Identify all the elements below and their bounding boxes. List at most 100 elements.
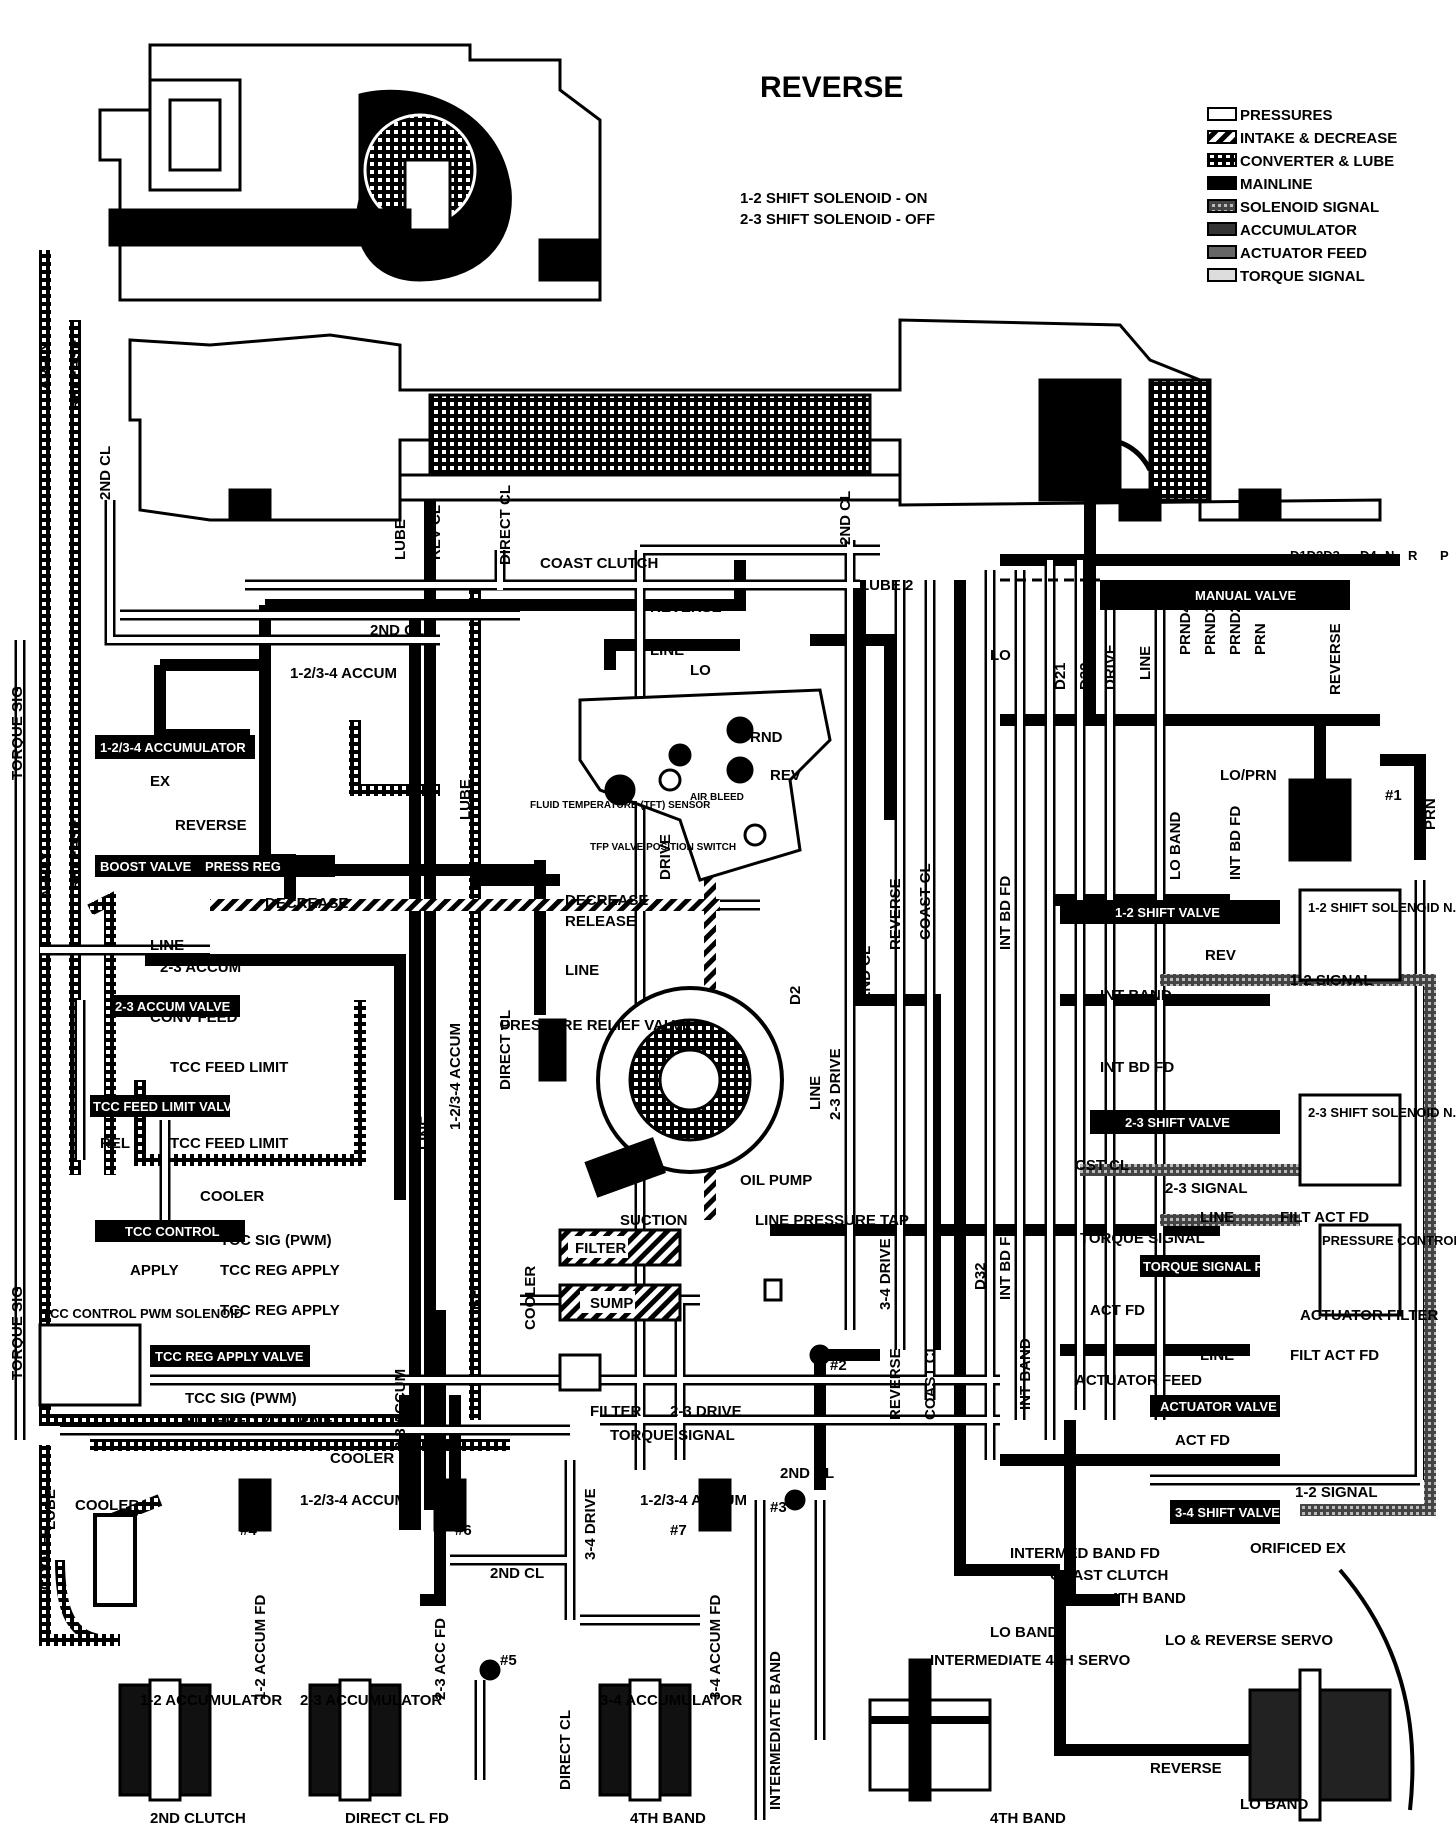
label-tcc-sig-pwm: TCC SIG (PWM) [220,1232,332,1249]
label-int-band: INT BAND [1100,987,1172,1004]
label-rev-cl-v: REV CL [427,505,444,560]
label-check-2: #2 [830,1357,847,1374]
manual-positions: D1D2D3 D4 N R P [1290,548,1449,563]
legend-actuator-feed: ACTUATOR FEED [1240,245,1367,262]
label-intermediate-band: INTERMEDIATE BAND [767,1651,784,1810]
label-lube-v4: LUBE [42,1489,59,1530]
label-line-right: LINE [1200,1209,1234,1226]
label-int-bd-fd-v3: INT BD FD [1227,806,1244,880]
label-lo-band-v3: LO BAND [1167,812,1184,880]
label-lo-band-v2: LO BAND [952,1222,969,1290]
label-2nd-cl-v: 2ND CL [97,446,114,500]
label-cst-cl: CST CL [1075,1157,1129,1174]
label-cooler-2: COOLER [330,1450,394,1467]
label-act-fd: ACT FD [1090,1302,1145,1319]
tcc-feed-limit-valve-label: TCC FEED LIMIT VALVE [93,1099,241,1114]
label-d32-v2: D32 [1077,662,1094,690]
label-3-4-drive-v2: 3-4 DRIVE [582,1488,599,1560]
label-lube-v: LUBE [392,519,409,560]
label-lo-reverse-servo: LO & REVERSE SERVO [1165,1632,1333,1649]
label-tcc-feed-limit: TCC FEED LIMIT [170,1059,288,1076]
label-4th-band-bottom-2: 4TH BAND [990,1810,1066,1827]
boost-valve-label: BOOST VALVE [100,859,192,874]
label-lube-v2: LUBE [467,1289,484,1330]
accumulator-valve-23-label: 2-3 ACCUM VALVE [115,999,231,1014]
label-line-right-2: LINE [1200,1347,1234,1364]
label-cooler: COOLER [200,1188,264,1205]
label-2nd-cl-v2: 2ND CL [837,491,854,545]
label-lo-prn: LO/PRN [1220,767,1277,784]
label-int-bd-fd-v: INT BD FD [997,876,1014,950]
valves: MANUAL VALVE 1-2/3-4 ACCUMULATOR BOOST V… [90,578,1350,1524]
pos-d1d2d3: D1D2D3 [1290,548,1340,563]
pressure-regulator-valve [95,855,335,877]
label-line-pressure-tap: LINE PRESSURE TAP [755,1212,909,1229]
intermediate-servo [868,1658,992,1802]
label-coast-clutch-2: COAST CLUTCH [1050,1567,1168,1584]
label-direct-cl-v: DIRECT CL [497,485,514,565]
label-reverse-v2: REVERSE [887,1348,904,1420]
label-torque-signal-right: TORQUE SIGNAL [1080,1230,1205,1247]
label-2-3-signal: 2-3 SIGNAL [1165,1180,1248,1197]
label-reverse-v: REVERSE [887,878,904,950]
shift-valve-12-label: 1-2 SHIFT VALVE [1115,905,1220,920]
label-1-2-signal: 1-2 SIGNAL [1290,972,1373,989]
label-orificed-ex: ORIFICED EX [1250,1540,1346,1557]
label-actuator-filter: ACTUATOR FILTER [1300,1307,1438,1324]
label-conv-feed: CONV FEED [150,1009,238,1026]
legend: PRESSURES INTAKE & DECREASE CONVERTER & … [1207,107,1397,285]
legend-solenoid: SOLENOID SIGNAL [1240,199,1379,216]
pos-d4: D4 [1360,548,1377,563]
label-rel: REL [100,1135,130,1152]
label-check-6: #6 [455,1522,472,1539]
label-actuator-feed: ACTUATOR FEED [1075,1372,1202,1389]
label-accumulator-23: 2-3 ACCUMULATOR [300,1692,442,1709]
label-filtered-23: FILTERED 2-3 DRIVE [185,1413,333,1430]
tcc-control-valve [95,1220,245,1242]
label-decrease-2: DECREASE [565,892,648,909]
label-filter: FILTER [575,1240,627,1257]
tcc-reg-apply-valve [150,1345,310,1367]
label-ex: EX [150,773,170,790]
label-check-1: #1 [1385,787,1402,804]
press-reg-label: PRESS REG [205,859,281,874]
label-release: RELEASE [565,913,636,930]
label-prnd4: PRND4 [1177,603,1194,655]
tcc-feed-limit-valve [90,1095,230,1117]
solenoid-state-2: 2-3 SHIFT SOLENOID - OFF [740,211,935,228]
label-line-left: LINE [150,937,184,954]
pressure-control-solenoid [1318,1223,1402,1317]
label-check-5: #5 [500,1652,517,1669]
label-coast-cl-v: COAST CL [917,863,934,940]
label-pressure-relief: PRESSURE RELIEF VALVE [500,1017,692,1034]
label-decrease: DECREASE [265,895,348,912]
shift-valve-12 [1060,900,1280,924]
tcc-pwm-solenoid [38,1323,142,1407]
label-accumulator-12: 1-2 ACCUMULATOR [140,1692,282,1709]
label-2nd-cl-bottom: 2ND CL [780,1465,834,1482]
label-release-v2: RELEASE [67,819,84,890]
label-1-2-signal-b: 1-2 SIGNAL [1295,1484,1378,1501]
shift-solenoid-23-label: 2-3 SHIFT SOLENOID N.O. OFF [1308,1105,1456,1120]
legend-pressures: PRESSURES [1240,107,1333,124]
vertical-labels: APPLY RELEASE 2ND CL TORQUE SIG APPLY RE… [9,339,1439,1810]
diagram-title: REVERSE [760,71,903,104]
shift-solenoid-12-label: 1-2 SHIFT SOLENOID N.O. OFF [1308,900,1456,915]
label-2-3-accum-v: 2-3 ACCUM [392,1369,409,1450]
label-3-4-accum-fd: 3-4 ACCUM FD [707,1595,724,1700]
label-line-v: LINE [417,1116,434,1150]
pos-n: N [1385,548,1394,563]
label-sump: SUMP [590,1295,633,1312]
label-check-3: #3 [770,1499,787,1516]
label-tcc-reg-apply: TCC REG APPLY [220,1262,340,1279]
label-reverse-left: REVERSE [175,817,247,834]
torque-converter-drawing [98,43,602,302]
label-line-mid: LINE [565,962,599,979]
tfp-valve-position-switch [578,688,832,882]
label-tcc-feed-limit-2: TCC FEED LIMIT [170,1135,288,1152]
label-torque-signal: TORQUE SIGNAL [610,1427,735,1444]
lo-reverse-servo [1248,1568,1415,1822]
torque-signal-regulator [1140,1255,1260,1277]
legend-accumulator: ACCUMULATOR [1240,222,1357,239]
